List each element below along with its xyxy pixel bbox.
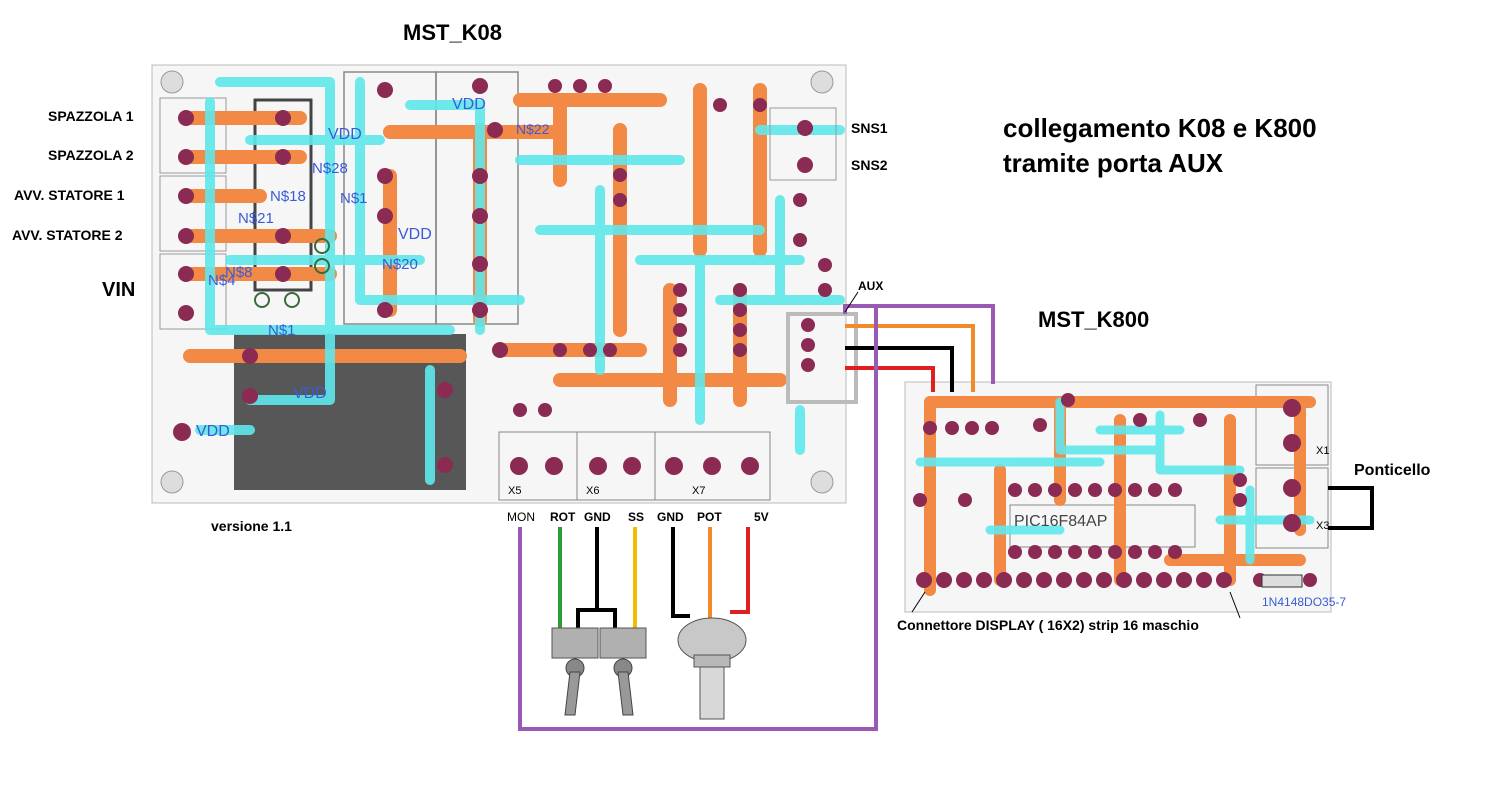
label-gnd-1: GND bbox=[584, 510, 611, 524]
label-mon: MON bbox=[507, 510, 535, 524]
net-n1-b: N$1 bbox=[268, 322, 296, 339]
wire-black-aux bbox=[845, 346, 954, 392]
label-avv-statore-1: AVV. STATORE 1 bbox=[14, 187, 125, 203]
net-n8: N$8 bbox=[225, 264, 253, 281]
k08-title: MST_K08 bbox=[403, 20, 503, 45]
connector-x7: X7 bbox=[692, 485, 706, 497]
label-sns1: SNS1 bbox=[851, 120, 888, 136]
label-spazzola-2: SPAZZOLA 2 bbox=[48, 147, 134, 163]
wire-black-gnd2 bbox=[671, 527, 690, 618]
net-vdd-4: VDD bbox=[196, 423, 230, 440]
connector-x5: X5 bbox=[508, 485, 522, 497]
label-5v: 5V bbox=[754, 510, 769, 524]
connector-x1: X1 bbox=[1316, 445, 1330, 457]
label-ponticello: Ponticello bbox=[1354, 462, 1431, 479]
k800-title: MST_K800 bbox=[1038, 307, 1150, 332]
label-spazzola-1: SPAZZOLA 1 bbox=[48, 108, 134, 124]
label-pot: POT bbox=[697, 510, 722, 524]
toggle-switch-rot bbox=[551, 627, 599, 716]
net-n28: N$28 bbox=[312, 160, 348, 177]
label-sns2: SNS2 bbox=[851, 157, 888, 173]
net-n4: N$4 bbox=[208, 272, 236, 289]
label-gnd-2: GND bbox=[657, 510, 684, 524]
label-diode: 1N4148DO35-7 bbox=[1262, 595, 1347, 609]
k08-board bbox=[151, 64, 858, 504]
toggle-switch-ss bbox=[599, 627, 647, 716]
chip-pic16f84ap: PIC16F84AP bbox=[1014, 513, 1108, 530]
wire-ponticello bbox=[1328, 486, 1374, 530]
connector-x6: X6 bbox=[586, 485, 600, 497]
net-n1: N$1 bbox=[340, 190, 368, 207]
wire-orange-aux bbox=[845, 324, 975, 392]
wires bbox=[518, 304, 1374, 731]
wire-red-5v bbox=[730, 527, 750, 614]
label-display-connector: Connettore DISPLAY ( 16X2) strip 16 masc… bbox=[897, 617, 1199, 633]
label-vin: VIN bbox=[102, 279, 136, 301]
label-avv-statore-2: AVV. STATORE 2 bbox=[12, 227, 123, 243]
net-vdd-3: VDD bbox=[293, 385, 327, 402]
label-ss: SS bbox=[628, 510, 645, 524]
potentiometer bbox=[677, 617, 747, 720]
net-n21: N$21 bbox=[238, 210, 274, 227]
net-vdd-2: VDD bbox=[328, 126, 362, 143]
wire-purple-mon bbox=[518, 306, 878, 731]
wire-black-gnd1 bbox=[576, 527, 617, 636]
heading-line1: collegamento K08 e K800 bbox=[1003, 113, 1317, 143]
aux-port bbox=[786, 312, 858, 404]
net-n22: N$22 bbox=[516, 121, 550, 137]
net-vdd-5: VDD bbox=[398, 226, 432, 243]
net-n18: N$18 bbox=[270, 188, 306, 205]
net-n20: N$20 bbox=[382, 256, 418, 273]
heading-line2: tramite porta AUX bbox=[1003, 148, 1224, 178]
connector-x3: X3 bbox=[1316, 520, 1330, 532]
label-rot: ROT bbox=[550, 510, 576, 524]
label-aux: AUX bbox=[858, 279, 884, 293]
k800-board bbox=[904, 381, 1332, 613]
wire-purple-aux bbox=[843, 304, 995, 384]
label-version: versione 1.1 bbox=[211, 518, 292, 534]
net-vdd-1: VDD bbox=[452, 96, 486, 113]
